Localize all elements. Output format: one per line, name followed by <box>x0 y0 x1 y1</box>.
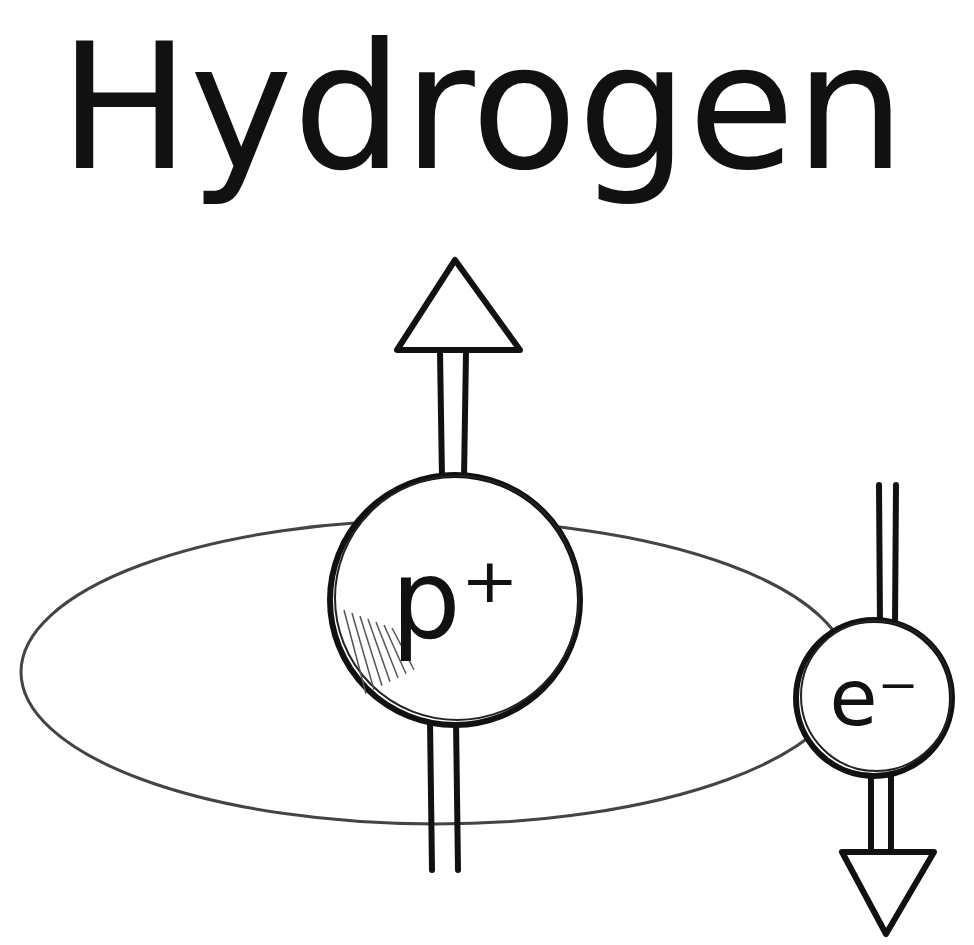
electron-circle: e⁻ <box>790 614 958 782</box>
circle-shape <box>796 620 952 776</box>
circle-sketch-line <box>801 621 951 771</box>
circle-shape <box>330 475 580 725</box>
title-text: Hydrogen <box>59 8 905 208</box>
proton-circle: p⁺ <box>324 469 586 731</box>
circle-sketch-line <box>335 476 579 720</box>
particle-label: e⁻ <box>829 659 918 737</box>
particle-label: p⁺ <box>391 545 519 655</box>
